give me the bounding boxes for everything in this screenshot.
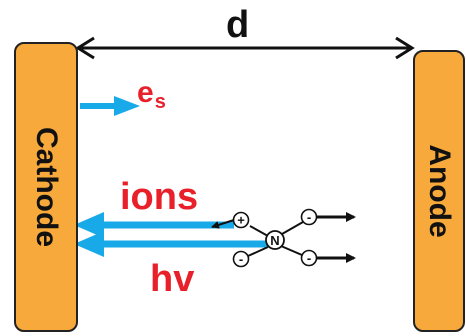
electron-bottom: -: [300, 249, 318, 267]
cathode-electrode: Cathode: [14, 42, 78, 332]
cathode-label: Cathode: [30, 127, 63, 247]
photon-arrow: [74, 231, 270, 257]
anode-electrode: Anode: [413, 50, 465, 332]
electron-top: -: [300, 208, 318, 226]
secondary-electron-label: es: [137, 76, 166, 113]
neutral-molecule: N: [265, 230, 285, 250]
svg-text:+: +: [237, 213, 245, 228]
secondary-electron-arrow: [80, 96, 140, 116]
electron-symbol: e: [137, 76, 154, 109]
positive-ion: +: [232, 211, 250, 229]
incoming-electron: -: [232, 250, 250, 268]
anode-label: Anode: [423, 144, 456, 238]
svg-text:-: -: [307, 210, 311, 225]
svg-text:-: -: [239, 252, 243, 267]
electron-subscript: s: [154, 91, 166, 113]
svg-text:-: -: [307, 251, 311, 266]
svg-text:N: N: [270, 233, 279, 248]
ions-label: ions: [120, 176, 199, 218]
collision-cluster: [211, 212, 356, 263]
gap-distance-label: d: [226, 4, 250, 46]
gap-dimension-line: [75, 36, 415, 60]
photon-label: hv: [150, 258, 195, 300]
